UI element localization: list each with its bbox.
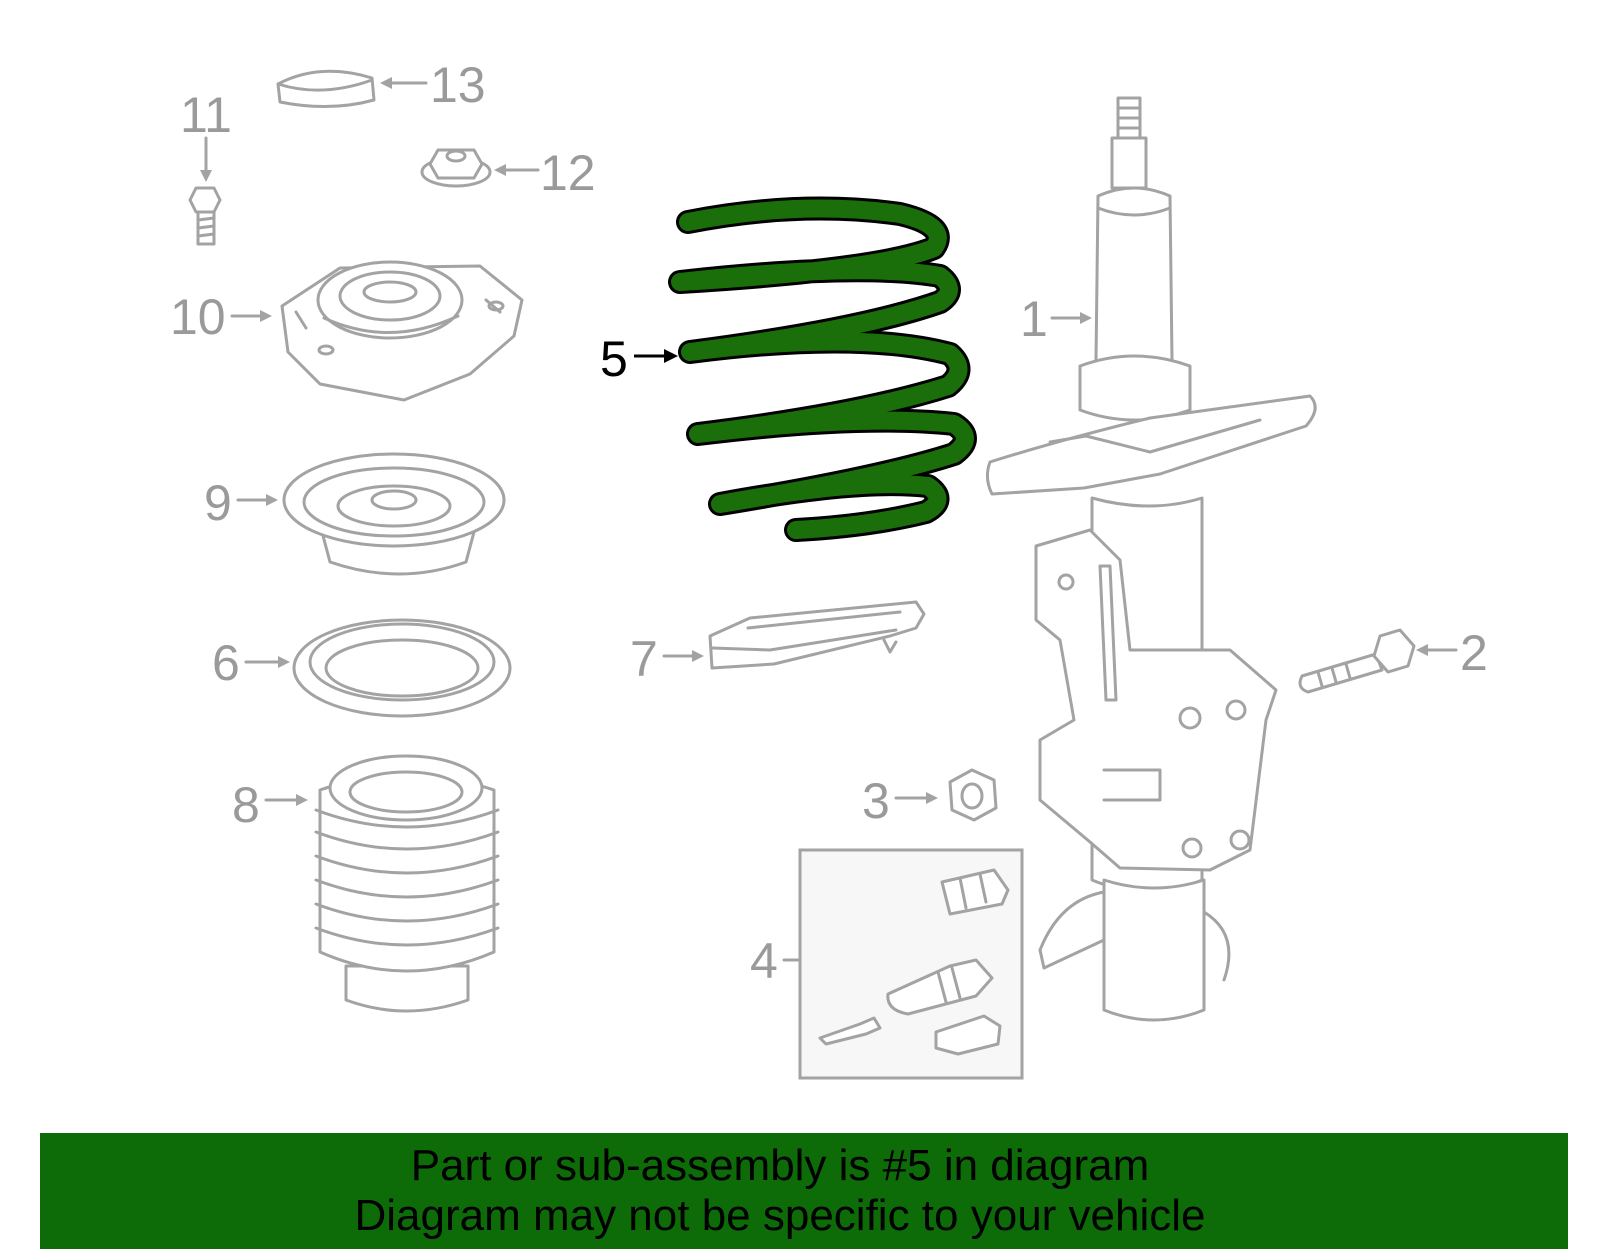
banner-line-2: Diagram may not be specific to your vehi… — [354, 1191, 1206, 1240]
part-9-bearing[interactable] — [282, 452, 506, 576]
callout-6: 6 — [212, 635, 290, 691]
svg-text:10: 10 — [170, 289, 226, 345]
svg-text:9: 9 — [204, 475, 232, 531]
svg-text:12: 12 — [540, 145, 596, 201]
svg-text:8: 8 — [232, 777, 260, 833]
callout-4: 4 — [750, 933, 800, 989]
callout-2: 2 — [1416, 625, 1488, 681]
part-1-strut[interactable] — [985, 96, 1317, 1022]
part-13-cap[interactable] — [276, 69, 376, 108]
part-6-spring-seat[interactable] — [292, 618, 512, 718]
parts-diagram: 13 11 12 10 — [170, 57, 1488, 1080]
part-7-insulator[interactable] — [708, 600, 926, 670]
part-10-upper-mount[interactable] — [280, 260, 524, 402]
part-5-coil-spring[interactable] — [668, 196, 977, 542]
callout-8: 8 — [232, 777, 308, 833]
svg-text:5: 5 — [600, 331, 628, 387]
callout-11: 11 — [180, 87, 232, 182]
part-12-nut[interactable] — [420, 148, 492, 188]
svg-text:13: 13 — [430, 57, 486, 113]
callout-7: 7 — [630, 631, 704, 687]
callout-9: 9 — [204, 475, 278, 531]
callout-12: 12 — [494, 145, 596, 201]
svg-text:4: 4 — [750, 933, 778, 989]
callout-1: 1 — [1020, 291, 1092, 347]
svg-text:11: 11 — [180, 87, 232, 143]
banner-line-1: Part or sub-assembly is #5 in diagram — [410, 1141, 1150, 1190]
part-4-sensor-kit[interactable] — [798, 848, 1024, 1080]
callout-3: 3 — [862, 773, 938, 829]
info-banner: Part or sub-assembly is #5 in diagram Di… — [40, 1133, 1568, 1249]
svg-text:6: 6 — [212, 635, 240, 691]
part-8-dust-boot[interactable] — [314, 754, 500, 1013]
svg-text:2: 2 — [1460, 625, 1488, 681]
callout-10: 10 — [170, 289, 272, 345]
part-2-bolt[interactable] — [1298, 628, 1416, 694]
part-3-nut[interactable] — [948, 768, 998, 822]
part-11-bolt[interactable] — [188, 186, 222, 246]
callout-13: 13 — [380, 57, 486, 113]
svg-text:3: 3 — [862, 773, 890, 829]
svg-text:7: 7 — [630, 631, 658, 687]
svg-text:1: 1 — [1020, 291, 1048, 347]
callout-5: 5 — [600, 331, 678, 387]
